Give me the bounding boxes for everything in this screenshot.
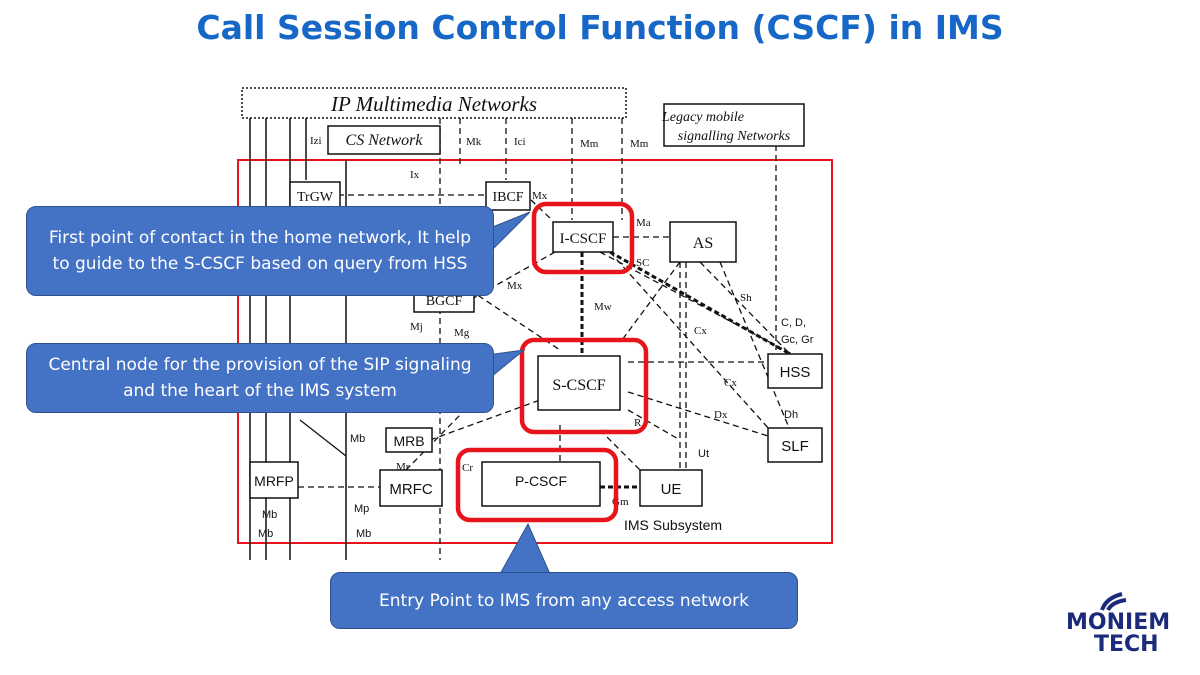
if-dh: Dh	[784, 409, 798, 421]
if-mm2: Mm	[630, 138, 649, 150]
legacy-networks-label-1: Legacy mobile	[661, 110, 744, 125]
legacy-networks-label-2: signalling Networks	[678, 129, 791, 144]
if-ici: Ici	[514, 136, 526, 148]
icscf-highlight	[531, 201, 635, 275]
scscf-box	[537, 355, 621, 411]
bgcf-label: BGCF	[426, 294, 463, 309]
scscf-callout: Central node for the provision of the SI…	[26, 343, 494, 413]
if-ut: Ut	[698, 448, 709, 460]
ip-multimedia-networks-box	[241, 87, 627, 119]
icscf-label: I-CSCF	[560, 231, 607, 247]
if-mp: Mp	[354, 503, 369, 515]
slf-box	[767, 427, 823, 463]
if-mw: Mw	[594, 301, 612, 313]
mrb-box	[385, 427, 433, 453]
if-mb4: Mb	[356, 528, 371, 540]
mrb-label: MRB	[393, 433, 424, 449]
pcscf-callout-pointer	[499, 522, 551, 575]
ibcf-box	[485, 181, 531, 211]
if-cx2: Cx	[724, 377, 737, 389]
if-mb1: Mb	[350, 433, 365, 445]
if-mb3: Mb	[258, 528, 273, 540]
hss-box	[767, 353, 823, 389]
slf-label: SLF	[781, 438, 809, 455]
pcscf-box	[481, 461, 601, 507]
if-ma: Ma	[636, 217, 651, 229]
if-mr: Mr	[396, 461, 410, 473]
as-label: AS	[693, 235, 713, 252]
signal-icon	[1100, 592, 1127, 612]
if-cd: C, D,	[781, 317, 806, 329]
mrfc-box	[379, 469, 443, 507]
if-mx1: Mx	[532, 190, 548, 202]
mrfc-label: MRFC	[389, 481, 432, 498]
if-mm1: Mm	[580, 138, 599, 150]
if-mb2: Mb	[262, 509, 277, 521]
cs-network-box	[327, 125, 441, 155]
legacy-networks-box	[663, 103, 805, 147]
icscf-callout: First point of contact in the home netwo…	[26, 206, 494, 296]
mrfp-box	[249, 461, 299, 499]
if-dx: Dx	[714, 409, 728, 421]
if-mx2: Mx	[507, 280, 523, 292]
ip-multimedia-networks-label: IP Multimedia Networks	[330, 92, 537, 116]
if-izi: Izi	[310, 135, 322, 147]
moniem-tech-logo: MONIEM TECH	[1066, 592, 1176, 658]
if-cr: Cr	[462, 462, 473, 474]
mrfp-label: MRFP	[254, 473, 294, 489]
ims-subsystem-label: IMS Subsystem	[624, 517, 722, 533]
logo-line1: MONIEM	[1066, 610, 1171, 635]
as-box	[669, 221, 737, 263]
icscf-box	[552, 221, 614, 253]
hss-label: HSS	[780, 364, 811, 381]
logo-line2: TECH	[1094, 632, 1159, 657]
scscf-highlight	[519, 337, 649, 435]
pcscf-highlight	[455, 447, 619, 523]
trgw-label: TrGW	[297, 190, 334, 205]
ue-label: UE	[661, 481, 682, 498]
if-ix: Ix	[410, 169, 420, 181]
cs-network-label: CS Network	[346, 132, 424, 149]
if-mj: Mj	[410, 321, 423, 333]
if-r: R	[634, 417, 642, 429]
page-title: Call Session Control Function (CSCF) in …	[196, 8, 1004, 47]
pcscf-callout: Entry Point to IMS from any access netwo…	[330, 572, 798, 629]
if-cx1: Cx	[694, 325, 707, 337]
if-mk: Mk	[466, 136, 482, 148]
ibcf-label: IBCF	[492, 190, 523, 205]
pcscf-label: P-CSCF	[515, 473, 567, 489]
if-gcgr: Gc, Gr	[781, 334, 814, 346]
if-sc: SC	[636, 257, 649, 269]
if-sh: Sh	[740, 292, 752, 304]
scscf-label: S-CSCF	[552, 377, 605, 394]
if-mg: Mg	[454, 327, 470, 339]
ue-box	[639, 469, 703, 507]
